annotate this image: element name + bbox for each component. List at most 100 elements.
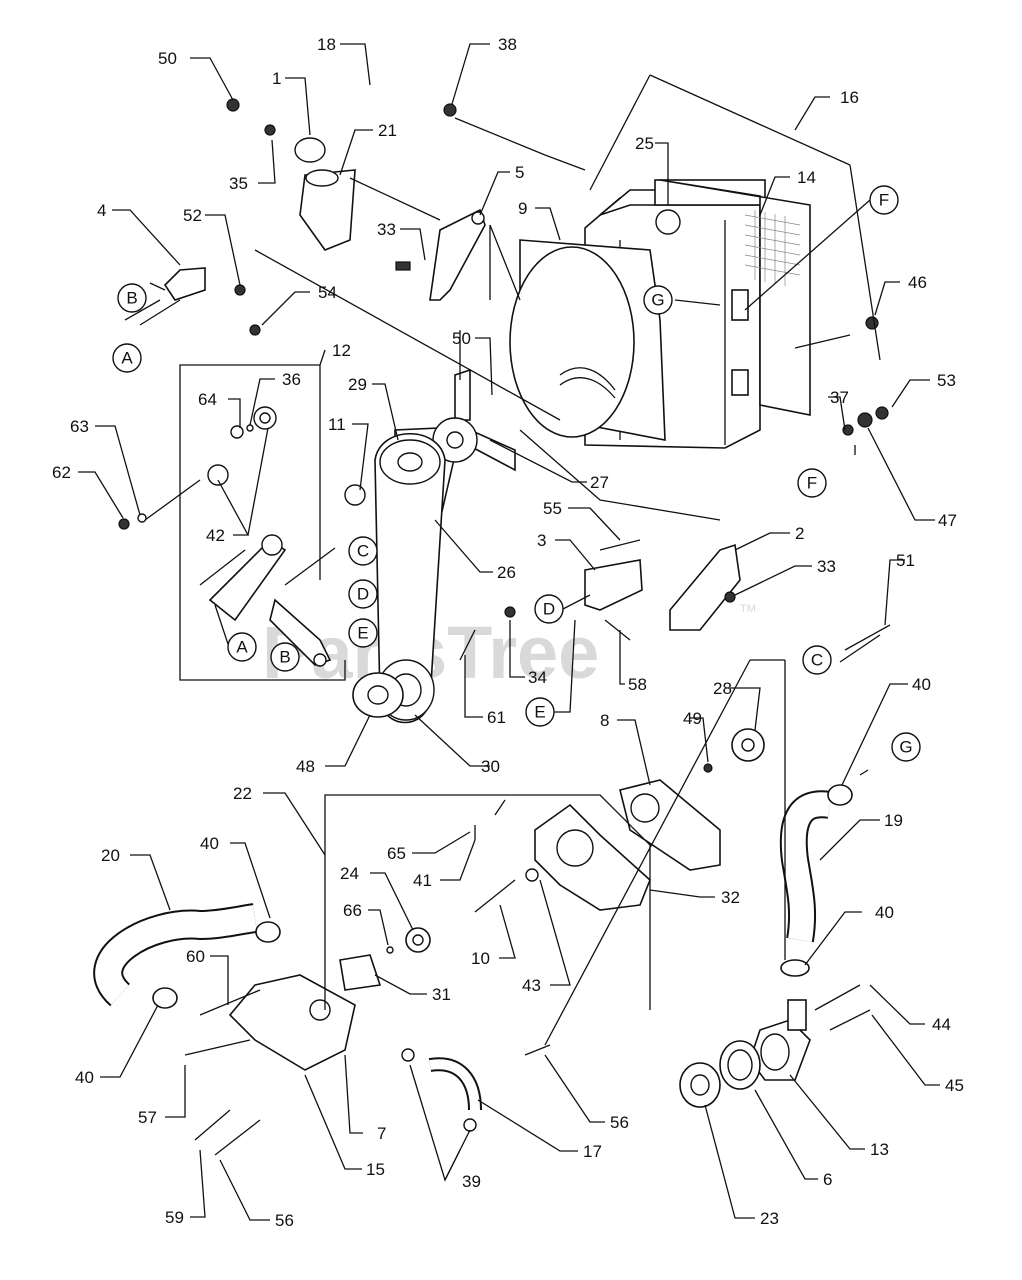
- ref-letter-a-mid: A: [227, 632, 257, 662]
- callout-17: 17: [583, 1142, 602, 1161]
- ref-letter-c-mid: C: [348, 536, 378, 566]
- callout-46: 46: [908, 273, 927, 292]
- callout-50: 50: [158, 49, 177, 68]
- callout-66: 66: [343, 901, 362, 920]
- callout-22: 22: [233, 784, 252, 803]
- callout-25: 25: [635, 134, 654, 153]
- callout-36: 36: [282, 370, 301, 389]
- svg-text:G: G: [899, 738, 912, 757]
- callout-56: 56: [610, 1113, 629, 1132]
- callout-10: 10: [471, 949, 490, 968]
- callout-62: 62: [52, 463, 71, 482]
- callout-51: 51: [896, 551, 915, 570]
- watermark-trademark: TM: [740, 603, 756, 615]
- callout-57: 57: [138, 1108, 157, 1127]
- ref-letter-d-mid: D: [348, 579, 378, 609]
- callout-47: 47: [938, 511, 957, 530]
- callout-65: 65: [387, 844, 406, 863]
- ref-letter-d-right: D: [534, 594, 564, 624]
- callout-49: 49: [683, 709, 702, 728]
- callout-32: 32: [721, 888, 740, 907]
- callout-54: 54: [318, 283, 337, 302]
- ref-letter-f-top: F: [869, 185, 899, 215]
- callout-14: 14: [797, 168, 816, 187]
- callout-40: 40: [75, 1068, 94, 1087]
- svg-text:C: C: [357, 542, 369, 561]
- ref-letter-b-left: B: [117, 283, 147, 313]
- ref-letter-g-top: G: [643, 285, 673, 315]
- callout-50: 50: [452, 329, 471, 348]
- callout-6: 6: [823, 1170, 832, 1189]
- callout-29: 29: [348, 375, 367, 394]
- callout-16: 16: [840, 88, 859, 107]
- callout-40: 40: [875, 903, 894, 922]
- callout-7: 7: [377, 1124, 386, 1143]
- callout-41: 41: [413, 871, 432, 890]
- callout-52: 52: [183, 206, 202, 225]
- svg-text:A: A: [236, 638, 248, 657]
- callout-34: 34: [528, 668, 547, 687]
- callout-27: 27: [590, 473, 609, 492]
- callout-44: 44: [932, 1015, 951, 1034]
- callout-60: 60: [186, 947, 205, 966]
- callout-9: 9: [518, 199, 527, 218]
- ref-letter-b-mid: B: [270, 642, 300, 672]
- callout-40: 40: [912, 675, 931, 694]
- callout-58: 58: [628, 675, 647, 694]
- callout-2: 2: [795, 524, 804, 543]
- callout-24: 24: [340, 864, 359, 883]
- callout-42: 42: [206, 526, 225, 545]
- svg-text:F: F: [807, 474, 817, 493]
- callout-39: 39: [462, 1172, 481, 1191]
- leader-lines: [78, 43, 940, 1221]
- svg-text:B: B: [279, 648, 290, 667]
- callout-33: 33: [817, 557, 836, 576]
- callout-61: 61: [487, 708, 506, 727]
- ref-letter-a-left: A: [112, 343, 142, 373]
- callout-59: 59: [165, 1208, 184, 1227]
- ref-letter-f-right: F: [797, 468, 827, 498]
- callout-21: 21: [378, 121, 397, 140]
- callout-1: 1: [272, 69, 281, 88]
- reference-letters: B A F G F C D E A B D E C G: [112, 185, 921, 762]
- ref-letter-e-right: E: [525, 697, 555, 727]
- callout-28: 28: [713, 679, 732, 698]
- callout-numbers: 50 18 38 16 1 21 35 25 14 5 4 52 33 9 54…: [52, 35, 964, 1230]
- callout-4: 4: [97, 201, 106, 220]
- callout-56: 56: [275, 1211, 294, 1230]
- svg-text:G: G: [651, 291, 664, 310]
- callout-5: 5: [515, 163, 524, 182]
- svg-text:F: F: [879, 191, 889, 210]
- callout-19: 19: [884, 811, 903, 830]
- callout-53: 53: [937, 371, 956, 390]
- callout-31: 31: [432, 985, 451, 1004]
- callout-35: 35: [229, 174, 248, 193]
- ref-letter-c-right: C: [802, 645, 832, 675]
- svg-text:D: D: [357, 585, 369, 604]
- callout-64: 64: [198, 390, 217, 409]
- svg-text:E: E: [534, 703, 545, 722]
- tensioner-assembly: [118, 406, 366, 667]
- callout-40: 40: [200, 834, 219, 853]
- svg-text:C: C: [811, 651, 823, 670]
- callout-63: 63: [70, 417, 89, 436]
- svg-text:B: B: [126, 289, 137, 308]
- callout-12: 12: [332, 341, 351, 360]
- callout-11: 11: [328, 415, 346, 434]
- callout-23: 23: [760, 1209, 779, 1228]
- callout-26: 26: [497, 563, 516, 582]
- callout-8: 8: [600, 711, 609, 730]
- callout-48: 48: [296, 757, 315, 776]
- callout-43: 43: [522, 976, 541, 995]
- belt-and-pulleys: [352, 432, 446, 724]
- svg-text:A: A: [121, 349, 133, 368]
- svg-text:D: D: [543, 600, 555, 619]
- callout-13: 13: [870, 1140, 889, 1159]
- callout-33: 33: [377, 220, 396, 239]
- callout-30: 30: [481, 757, 500, 776]
- callout-3: 3: [537, 531, 546, 550]
- callout-55: 55: [543, 499, 562, 518]
- ref-letter-g-right: G: [891, 732, 921, 762]
- callout-45: 45: [945, 1076, 964, 1095]
